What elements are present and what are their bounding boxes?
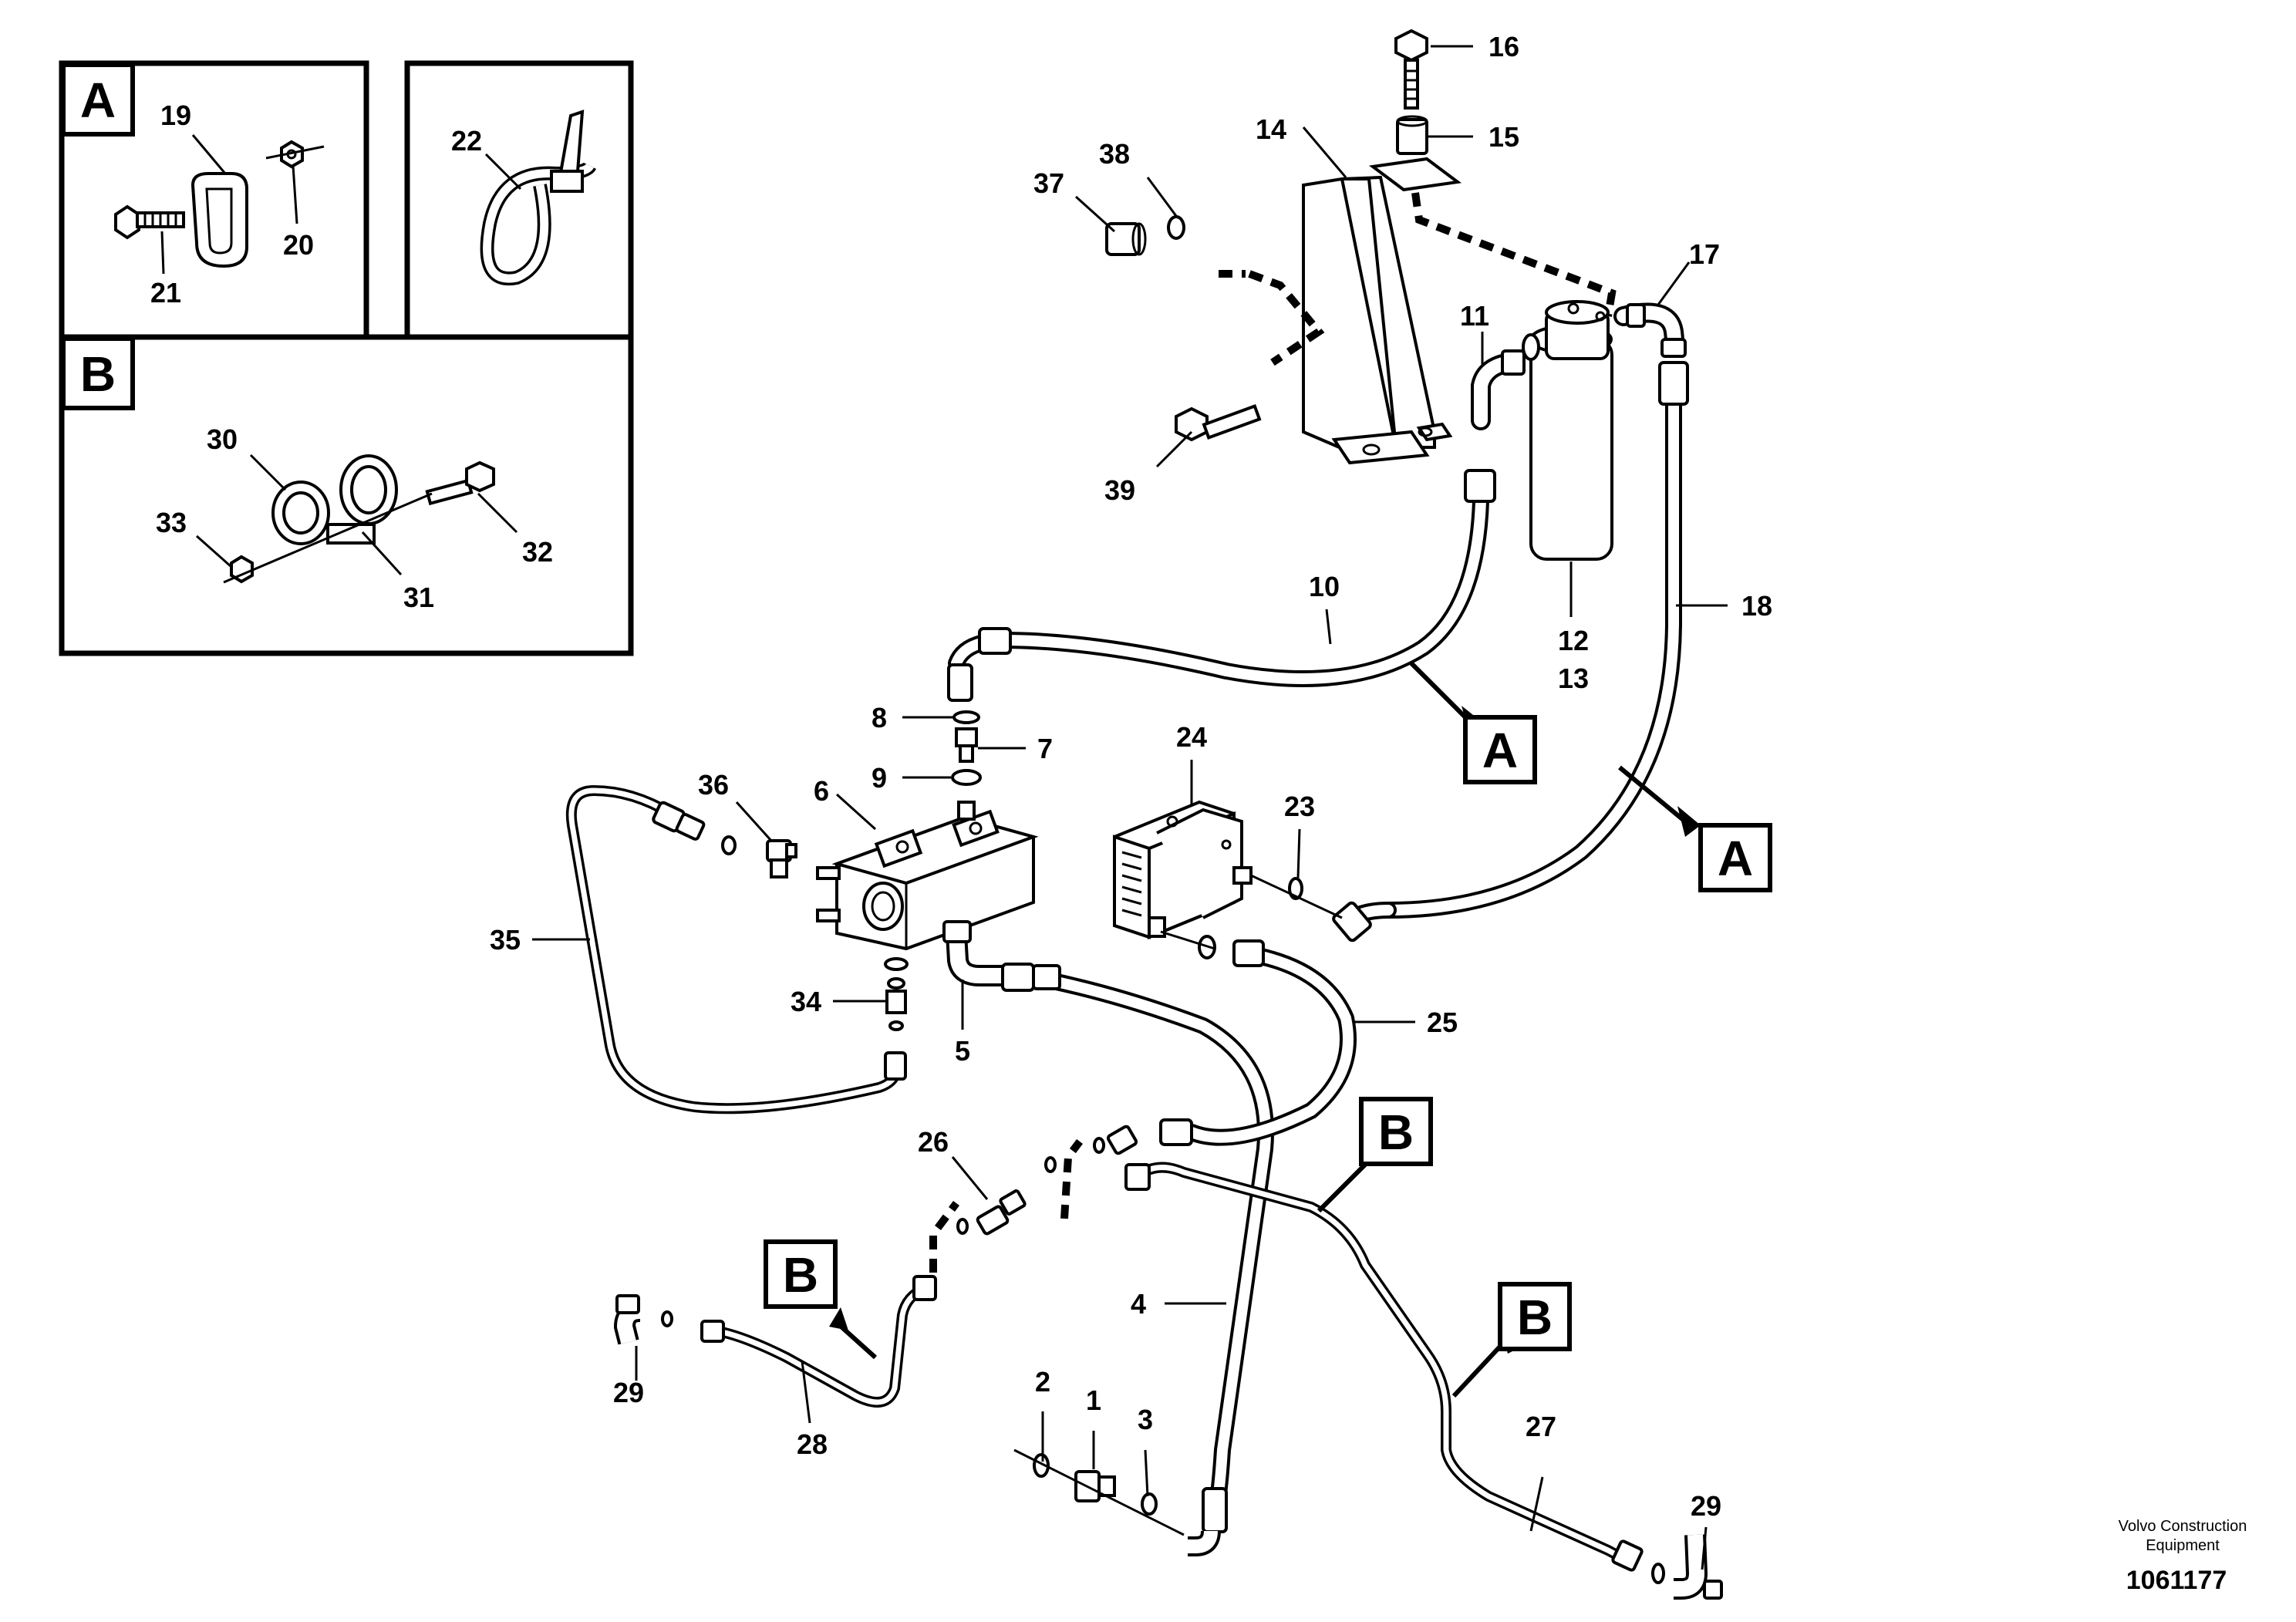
part-label-27: 27: [1526, 1411, 1556, 1442]
part-label-23: 23: [1284, 791, 1315, 822]
hose-part-10: [947, 469, 1496, 702]
clamp-part-19: [190, 172, 248, 268]
tee-fitting-part-36: [766, 839, 797, 878]
spacer-part-37: [1105, 222, 1147, 256]
elbow-fitting-part-5: [942, 920, 1003, 986]
part-label-14: 14: [1256, 113, 1286, 145]
part-label-3: 3: [1138, 1404, 1153, 1435]
part-label-35: 35: [490, 924, 521, 956]
hose-part-4: [1001, 963, 1274, 1556]
part-label-18: 18: [1741, 590, 1772, 622]
detail-box-a-letter: A: [80, 73, 116, 128]
part-label-16: 16: [1489, 31, 1519, 62]
part-label-37: 37: [1033, 167, 1064, 199]
part-label-2: 2: [1035, 1366, 1050, 1398]
part-label-33: 33: [156, 507, 187, 538]
elbow-fitting-part-11: [1471, 349, 1526, 430]
bolt-part-32: [425, 460, 495, 506]
part-label-36: 36: [698, 769, 729, 801]
part-label-19: 19: [160, 99, 191, 131]
part-label-29-right: 29: [1691, 1490, 1721, 1522]
callout-b-letter-1: B: [1378, 1104, 1414, 1160]
nut-part-20: [280, 140, 304, 169]
part-label-29-left: 29: [613, 1377, 644, 1408]
screw-part-21: [114, 204, 185, 240]
part-label-1: 1: [1086, 1384, 1101, 1416]
detail-box-a: A 19 20 21: [59, 60, 369, 340]
callout-b-pipe-27-lower: B: [1451, 1282, 1572, 1398]
bracket-part-14: [1302, 157, 1462, 465]
pipe-part-28: [661, 1275, 937, 1408]
part-label-31: 31: [403, 582, 434, 613]
part-label-39: 39: [1104, 474, 1135, 506]
part-label-6: 6: [814, 775, 829, 807]
valve-block-part-6: [816, 801, 1039, 951]
part-label-9: 9: [872, 762, 887, 794]
part-label-13: 13: [1558, 663, 1589, 694]
nut-part-33: [230, 555, 254, 584]
oring-part-8: [952, 710, 980, 724]
part-label-10: 10: [1309, 571, 1340, 602]
part-label-38: 38: [1099, 138, 1130, 170]
cable-tie-part-22: [480, 110, 597, 286]
adapter-part-7: [955, 727, 978, 763]
adapter-part-26: [956, 1125, 1138, 1236]
clamp-part-30: [271, 481, 330, 545]
callout-a-hose-18: A: [1618, 765, 1772, 892]
clamp-part-31: [326, 454, 398, 545]
part-label-28: 28: [797, 1428, 828, 1460]
part-label-26: 26: [918, 1126, 949, 1158]
hose-part-25: [1159, 935, 1357, 1146]
part-label-21: 21: [150, 277, 181, 309]
washer-part-38: [1167, 215, 1185, 240]
bolt-part-39: [1175, 404, 1262, 442]
callout-b-pipe-27-upper: B: [1317, 1097, 1433, 1213]
callout-b-letter-3: B: [783, 1247, 818, 1303]
washer-part-9: [951, 769, 982, 786]
part-label-34: 34: [791, 986, 821, 1017]
part-label-7: 7: [1037, 733, 1053, 764]
cooler-part-24: [1113, 800, 1253, 939]
part-label-30: 30: [207, 423, 238, 455]
part-label-32: 32: [522, 536, 553, 568]
callout-a-letter-2: A: [1718, 831, 1753, 886]
part-label-5: 5: [955, 1035, 970, 1067]
callout-b-pipe-28: B: [764, 1239, 878, 1360]
part-label-20: 20: [283, 229, 314, 261]
detail-box-b-letter: B: [80, 346, 116, 402]
part-label-22: 22: [451, 125, 482, 157]
part-label-15: 15: [1489, 121, 1519, 153]
brand-line-1: Volvo Construction: [2119, 1518, 2247, 1535]
callout-a-letter-1: A: [1482, 723, 1518, 778]
doc-number: 1061177: [2126, 1566, 2227, 1595]
elbow-fitting-part-29-left: [613, 1294, 641, 1345]
callout-b-letter-2: B: [1517, 1290, 1553, 1345]
detail-box-cable-tie: 22: [404, 60, 634, 340]
elbow-fitting-part-17: [1613, 302, 1687, 358]
pipe-part-35: [565, 785, 907, 1114]
part-label-8: 8: [872, 702, 887, 733]
spacer-part-15: [1396, 115, 1428, 155]
detail-box-b: B 30 31 32 33: [59, 334, 634, 656]
oring-part-2: [1033, 1453, 1050, 1478]
hose-part-18: [1332, 361, 1689, 943]
part-label-12: 12: [1558, 625, 1589, 656]
bolt-part-16: [1394, 29, 1428, 110]
dashed-connection-lines: [929, 1139, 1083, 1273]
part-label-4: 4: [1131, 1288, 1146, 1320]
part-label-17: 17: [1689, 238, 1720, 270]
callout-a-hose-10: A: [1409, 661, 1537, 784]
oring-part-3: [1141, 1492, 1158, 1516]
pipe-part-27: [1124, 1162, 1644, 1572]
elbow-fitting-part-29-right: [1651, 1534, 1723, 1600]
part-label-24: 24: [1176, 721, 1207, 753]
oring-part-23: [1288, 877, 1303, 900]
part-label-25: 25: [1427, 1007, 1458, 1038]
brand-line-2: Equipment: [2146, 1537, 2220, 1554]
filter-part-12-13: [1522, 300, 1613, 561]
adapter-part-34: [884, 957, 909, 1031]
part-label-11: 11: [1460, 300, 1489, 332]
